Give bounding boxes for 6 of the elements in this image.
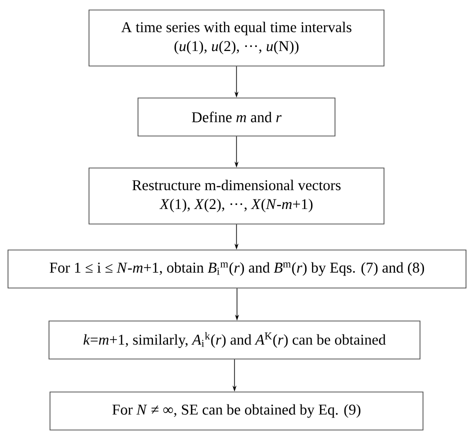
process-box: Define m and r [138,98,336,136]
process-box: Restructure m-dimensional vectors X(1), X(2), ···, X(N-m+1) [88,168,384,224]
process-box: For N ≠ ∞, SE can be obtained by Eq. (9) [50,392,424,430]
process-box: A time series with equal time intervals (u(1), u(2), ···, u(N)) [88,10,384,66]
process-box: k=m+1, similarly, A$_{i}$$^{k}$(r) and A$^{K}$(r) can be obtained [48,320,420,360]
process-box: For 1 ≤ i ≤ N-m+1, obtain B$_{i}$$^{m}$(r) and B$^{m}$(r) by Eqs. (7) and (8) [8,250,466,288]
